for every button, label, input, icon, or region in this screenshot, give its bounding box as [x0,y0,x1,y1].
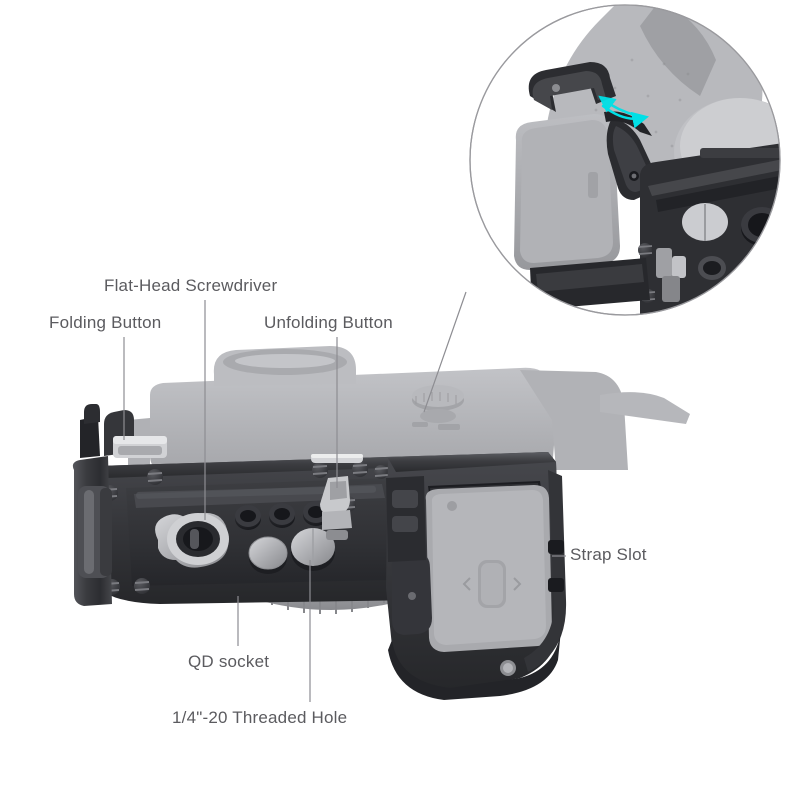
callout-qd-socket: QD socket [188,652,270,671]
camera-body-ghost [128,346,690,470]
screw [147,469,163,485]
callout-threaded-hole: 1/4"-20 Threaded Hole [172,708,348,727]
motion-arrow-cyan [598,95,650,129]
qd-socket [155,512,229,568]
callout-folding-button: Folding Button [49,313,162,332]
screw [374,465,389,479]
screw [134,578,150,594]
leader-lines [123,291,566,702]
leader-inset [423,291,467,413]
inset-detail-circle [469,4,781,316]
callout-strap-slot: Strap Slot [570,545,647,564]
screw [352,461,368,477]
callout-unfolding-button: Unfolding Button [264,313,393,332]
callout-flat-head-screwdriver: Flat-Head Screwdriver [104,276,278,295]
unfolding-button[interactable] [311,454,363,540]
screw [638,243,653,257]
screw [312,462,328,478]
folding-hinge-assembly [72,404,167,606]
main-product-view [72,346,690,700]
center-connector [386,476,426,562]
threaded-hole-group [248,528,335,574]
cage-grip-section [386,452,567,700]
small-hole-group [235,501,329,530]
